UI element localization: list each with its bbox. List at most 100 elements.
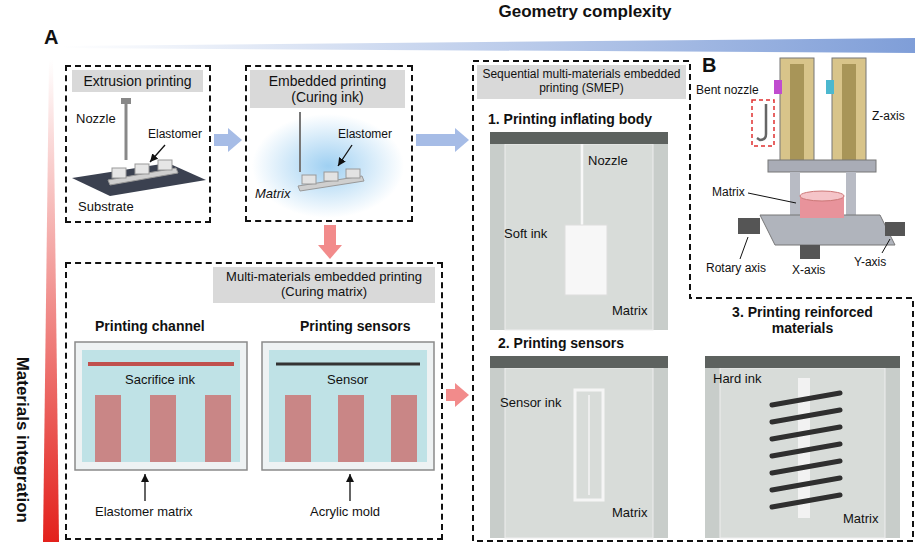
syringe [774,80,782,94]
part-label: Elastomer [148,128,202,142]
nozzle [125,104,128,160]
acrylic-mold [262,342,434,470]
z-axis-slot [790,64,804,162]
panel-letter: A [44,26,58,49]
nozzle [121,98,131,104]
beaker-lid [490,356,668,368]
photo [705,356,900,538]
leader-line [338,145,352,166]
soft-ink-body [565,225,607,295]
panel-heading: Sequential multi-materials embedded prin… [477,65,686,99]
leader-line [349,474,350,501]
acrylic-mold [75,342,247,470]
part-label: Matrix [612,506,647,521]
highlight-box [752,100,774,146]
method-panel: Extrusion printingNozzleElastomerSubstra… [65,65,211,223]
axis-gradient-bar [43,60,59,542]
elastomer-print [302,175,316,184]
mold-block [285,395,311,462]
photo [490,132,668,330]
matrix-bath [252,114,404,218]
part-label: Elastomer matrix [95,505,193,520]
part-label: Matrix [712,186,745,200]
substrate [72,163,206,196]
photo-panel: 3. Printing reinforced materialsHard ink… [705,356,900,538]
post [846,172,856,215]
part-label: Rotary axis [706,262,766,276]
elastomer-print [346,169,360,178]
step-title: 2. Printing sensors [498,335,624,351]
z-axis-tower [832,58,866,168]
flow-arrow [446,389,455,401]
elastomer-matrix [82,350,240,462]
axis-title: Materials integration [12,357,32,523]
elastomer-print [135,164,149,174]
part-label: Y-axis [854,256,886,270]
part-label: X-axis [792,264,825,278]
step-title: 3. Printing reinforced materials [705,304,900,336]
dashed-outline [473,61,913,541]
stage-base [760,215,895,245]
mold-block [338,395,364,462]
photo-panel: 2. Printing sensorsSensor inkMatrix [490,356,668,538]
flow-arrow [214,134,228,146]
beaker [505,144,653,330]
leader-line [150,145,165,162]
z-axis-slot [842,64,856,162]
part-label: Matrix [612,304,647,319]
rotary-motor [738,218,760,234]
syringe [826,80,834,94]
sensor-print [588,395,590,495]
axis-gradient-bar [62,38,915,53]
part-label: Substrate [78,200,134,215]
flow-arrow [324,225,336,245]
part-label: Z-axis [872,110,905,124]
sensor-line [276,363,420,366]
nozzle [299,112,301,172]
hard-ink-spring [772,393,840,507]
part-label: Hard ink [713,372,761,387]
post [790,172,800,215]
part-label: Elastomer [338,128,392,142]
step-title: Printing sensors [300,318,410,334]
part-label: Soft ink [504,227,547,242]
step-title: 1. Printing inflating body [488,111,652,127]
elastomer-print [112,168,126,178]
method-panel: Sequential multi-materials embedded prin… [472,60,915,542]
step-title: Printing channel [95,318,205,334]
part-label: Acrylic mold [310,505,380,520]
beaker-lid [490,132,668,144]
part-label: Sacrifice ink [125,373,195,388]
matrix-container [800,191,844,201]
elastomer-matrix [269,350,427,462]
crossbar [768,160,876,172]
photo-panel: 1. Printing inflating bodyNozzleSoft ink… [490,132,668,330]
elastomer-print [158,160,172,170]
method-panel: Embedded printing (Curing ink)ElastomerM… [245,65,413,222]
leader-line [740,237,748,259]
axis-title: Geometry complexity [499,2,672,22]
part-label: Nozzle [588,154,628,169]
panel-heading: Multi-materials embedded printing (Curin… [213,267,435,303]
panel-heading: Extrusion printing [72,70,203,92]
panel-heading: Embedded printing (Curing ink) [250,70,405,108]
part-label: Sensor [327,373,368,388]
leader-line [882,239,890,253]
part-label: Bent nozzle [696,84,759,98]
beaker [505,368,653,538]
mold-block [95,395,121,462]
part-label: Nozzle [76,112,116,127]
beaker-lid [705,356,900,368]
method-panel: Multi-materials embedded printing (Curin… [65,262,443,540]
mold-block [391,395,417,462]
mold-block [150,395,176,462]
nozzle [581,144,584,225]
beaker [720,368,885,538]
part-label: Sensor ink [500,396,561,411]
panel-letter: B [702,54,716,77]
leader-line [144,474,145,501]
sensor-print [575,390,603,500]
leader-line [748,193,796,203]
